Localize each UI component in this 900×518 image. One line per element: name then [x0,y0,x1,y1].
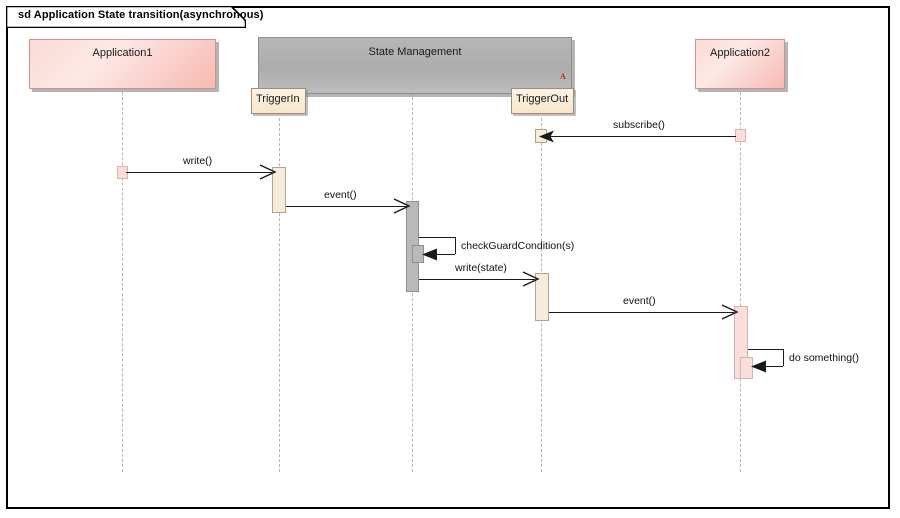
message-line-checkguard-bottom[interactable] [424,254,455,255]
message-line-dosomething-bottom[interactable] [753,366,783,367]
frame-label-text: sd Application State transition(asynchro… [18,9,264,21]
message-label-subscribe: subscribe() [613,119,665,131]
message-label-checkguard: checkGuardCondition(s) [461,240,575,252]
participant-label-trigger-in: TriggerIn [256,93,300,105]
participant-label-application2: Application2 [710,47,770,59]
message-arrowhead-event-1 [392,197,412,215]
participant-label-application1: Application1 [92,47,153,59]
message-label-event-1: event() [324,189,357,201]
message-arrowhead-checkguard [421,247,439,262]
activation-application2-nested[interactable] [740,357,753,379]
message-line-dosomething-right [783,349,784,366]
message-arrowhead-write-state [521,270,541,288]
message-label-dosomething: do something() [789,352,860,364]
participant-head-application2[interactable]: Application2 [695,39,785,89]
participant-label-trigger-out: TriggerOut [516,93,569,105]
participant-label-state-management: State Management [368,46,462,58]
message-line-event-2[interactable] [549,312,734,313]
message-line-subscribe[interactable] [549,136,736,137]
message-arrowhead-write [258,163,278,181]
participant-head-trigger-out[interactable]: TriggerOut [511,88,574,114]
message-line-checkguard-top[interactable] [419,237,455,238]
lifeline-application1 [122,92,123,472]
message-line-write[interactable] [126,172,272,173]
message-line-checkguard-right [455,237,456,254]
message-line-write-state[interactable] [419,279,535,280]
message-arrowhead-event-2 [720,303,740,321]
message-arrowhead-subscribe [538,129,556,145]
activation-trigger-out[interactable] [535,273,549,321]
participant-head-application1[interactable]: Application1 [29,39,216,89]
message-label-event-2: event() [623,295,656,307]
participant-head-trigger-in[interactable]: TriggerIn [251,88,306,114]
message-line-dosomething-top[interactable] [748,349,783,350]
message-label-write: write() [183,155,213,167]
lifeline-application2 [740,92,741,472]
lifeline-trigger-in [279,118,280,472]
activation-trigger-in[interactable] [272,167,286,213]
message-arrowhead-dosomething [750,359,768,374]
participant-head-state-management[interactable]: State Management A [258,37,572,94]
attention-marker-icon: A [560,72,566,81]
activation-application2-subscribe[interactable] [735,129,746,142]
frame-label-tab: sd Application State transition(asynchro… [6,6,263,28]
message-label-write-state: write(state) [455,262,507,274]
message-line-event-1[interactable] [286,206,406,207]
